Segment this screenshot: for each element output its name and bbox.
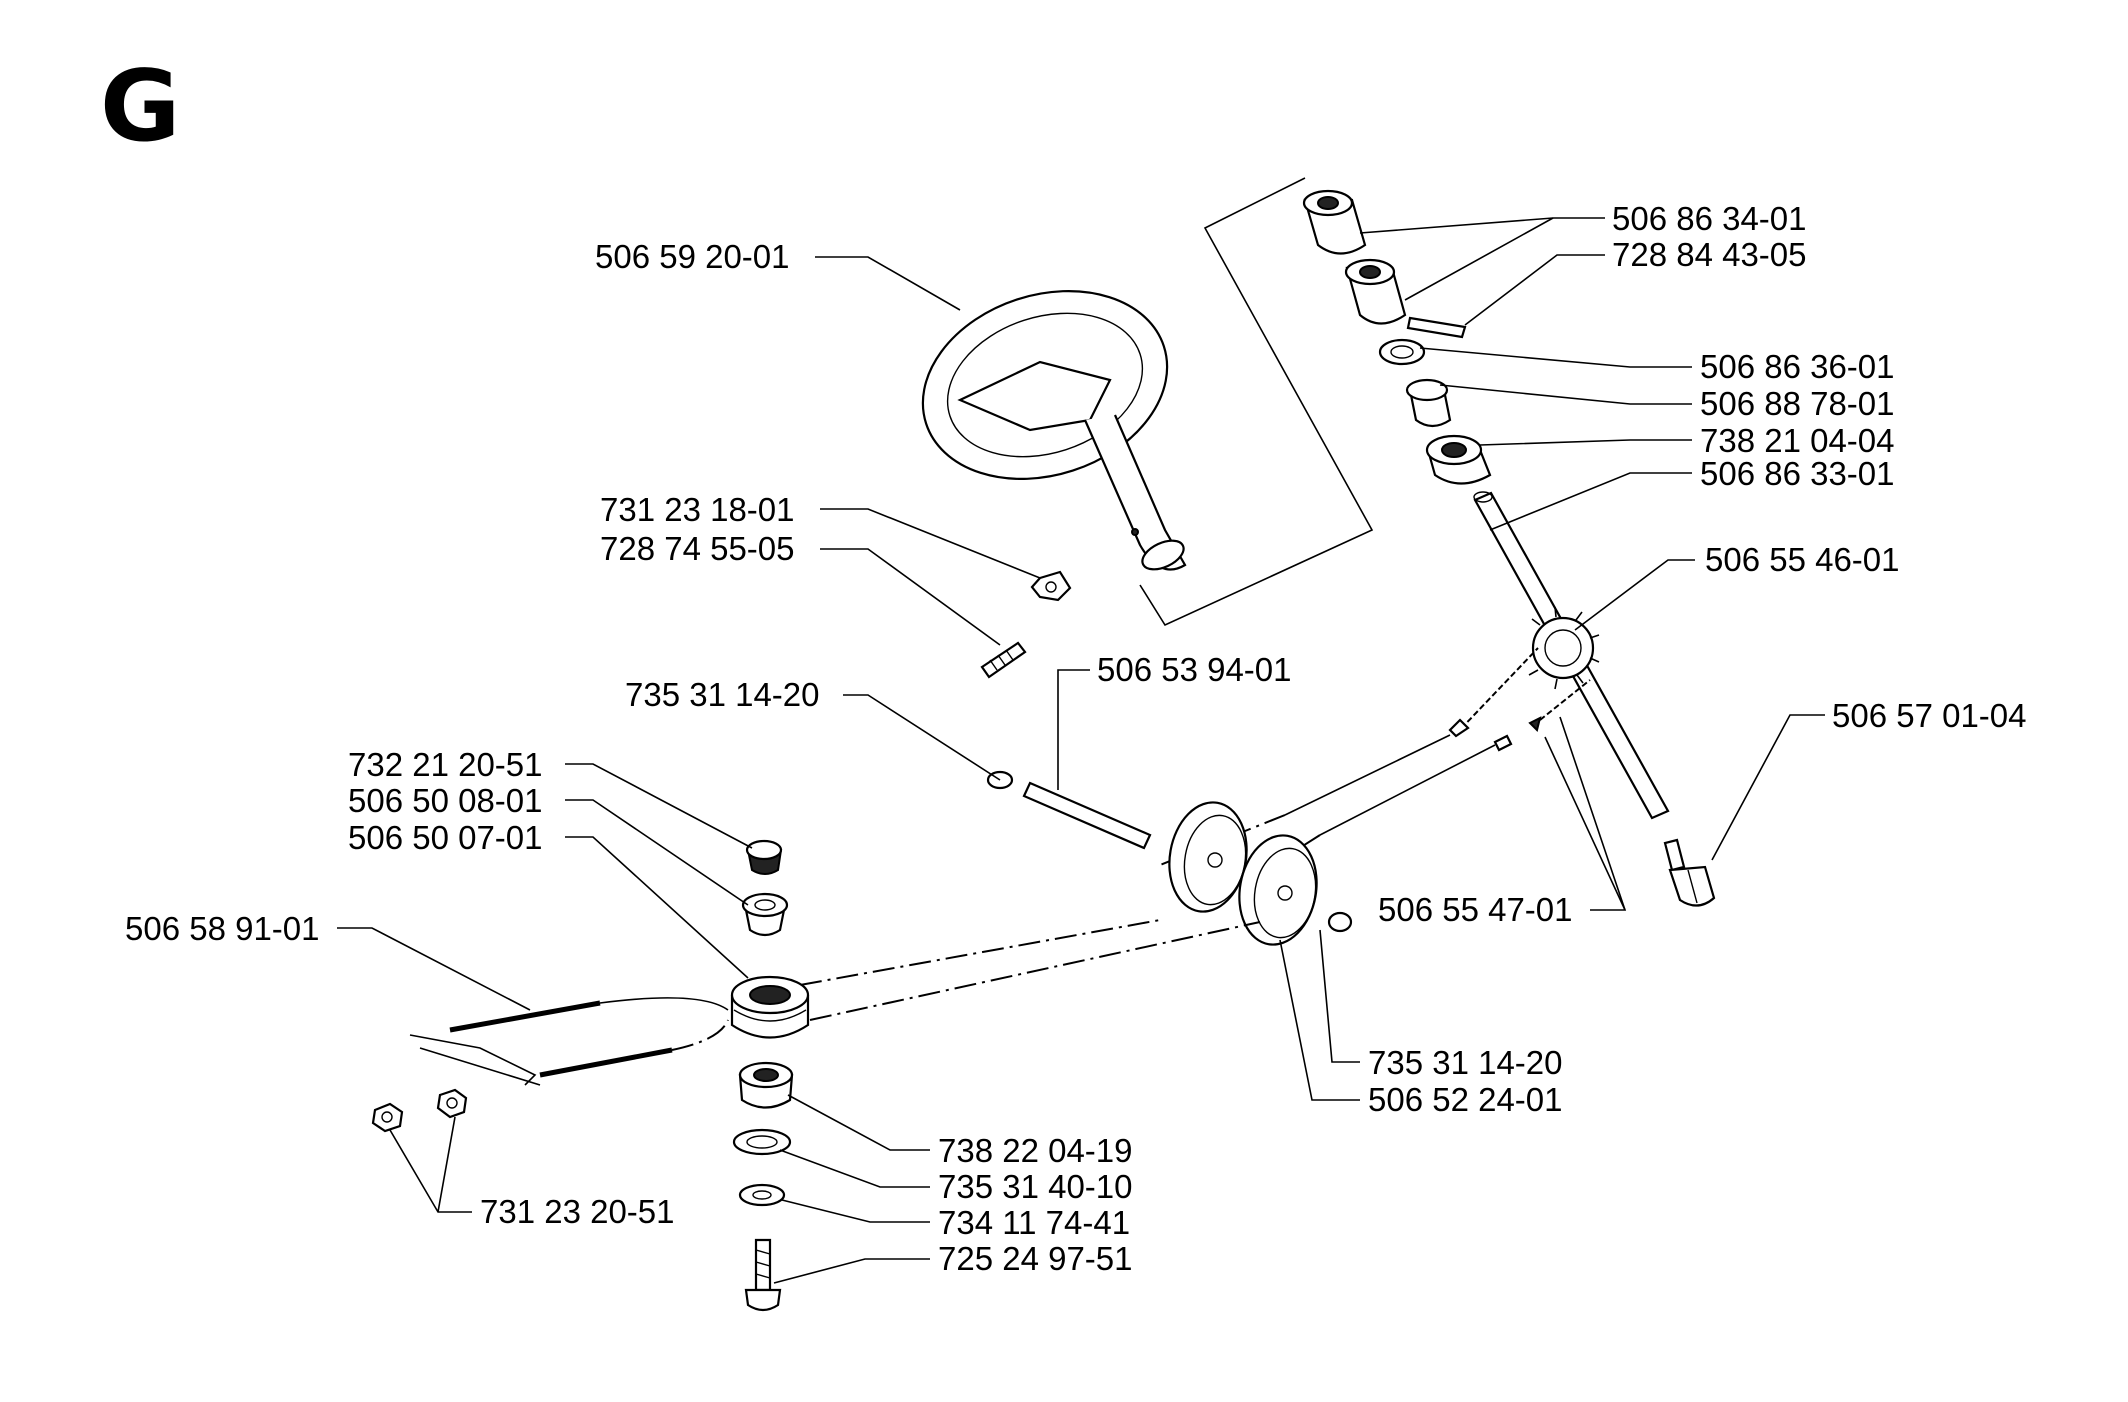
sprocket-part [1528, 606, 1600, 690]
cable-part [409, 997, 729, 1086]
label-screw-wheel: 728 74 55-05 [600, 530, 795, 567]
label-spacer-pivot: 506 50 08-01 [348, 782, 543, 819]
label-locknut-pivot: 732 21 20-51 [348, 746, 543, 783]
parts-drawing [371, 177, 1716, 1312]
label-pulley-pair: 506 52 24-01 [1368, 1081, 1563, 1118]
label-cable: 506 58 91-01 [125, 910, 320, 947]
cable-nut-part [371, 1088, 468, 1133]
pivot-washer-part [738, 1183, 786, 1207]
pulley-clip-part [1327, 911, 1353, 933]
label-bolt-shaft-end: 506 57 01-04 [1832, 697, 2027, 734]
label-steering-wheel: 506 59 20-01 [595, 238, 790, 275]
label-washer-pivot: 734 11 74-41 [938, 1204, 1130, 1241]
section-letter: G [100, 50, 180, 164]
label-pulley-shaft: 506 53 94-01 [1097, 651, 1292, 688]
set-screw-part [1406, 316, 1467, 339]
label-steering-shaft: 506 86 33-01 [1700, 455, 1895, 492]
label-nut-wheel: 731 23 18-01 [600, 491, 795, 528]
upper-bushing-part [1302, 189, 1407, 325]
wheel-screw-part [980, 641, 1027, 679]
label-pulley-pivot: 506 50 07-01 [348, 819, 543, 856]
label-chain: 506 55 47-01 [1378, 891, 1573, 928]
pulley-pair-part [1168, 801, 1353, 946]
locknut-part [745, 839, 783, 875]
column-washer-part [1378, 338, 1426, 366]
pivot-bearing-part [738, 1061, 794, 1109]
pulley-shaft-part [986, 770, 1152, 850]
assembly-bracket-line [1139, 177, 1374, 627]
label-sprocket: 506 55 46-01 [1705, 541, 1900, 578]
centerline-upper [799, 919, 1161, 986]
label-clip-pulley: 735 31 14-20 [1368, 1044, 1563, 1081]
steering-wheel-part [921, 289, 1187, 571]
pivot-bolt-part [744, 1238, 782, 1312]
label-bearing-column: 738 21 04-04 [1700, 422, 1895, 459]
label-bushing-upper: 506 86 34-01 [1612, 200, 1807, 237]
label-washer-column: 506 86 36-01 [1700, 348, 1895, 385]
column-bushing-part [1405, 378, 1452, 428]
label-nut-cable: 731 23 20-51 [480, 1193, 675, 1230]
spacer-part [741, 892, 789, 937]
part-labels: 506 59 20-01 506 86 34-01 728 84 43-05 5… [125, 200, 2027, 1277]
label-retaining-ring: 735 31 40-10 [938, 1168, 1133, 1205]
label-set-screw: 728 84 43-05 [1612, 236, 1807, 273]
retaining-ring-part [732, 1128, 792, 1156]
label-clip-shaft: 735 31 14-20 [625, 676, 820, 713]
label-bushing-column: 506 88 78-01 [1700, 385, 1895, 422]
wheel-nut-part [1030, 570, 1072, 602]
label-bolt-pivot: 725 24 97-51 [938, 1240, 1133, 1277]
pivot-pulley-part [730, 975, 810, 1039]
chain-part [1448, 647, 1591, 752]
label-bearing-pivot: 738 22 04-19 [938, 1132, 1133, 1169]
shaft-end-bolt-part [1663, 838, 1716, 907]
column-bearing-part [1425, 434, 1492, 485]
centerline-lower [809, 921, 1261, 1021]
leader-lines [337, 217, 1825, 1284]
